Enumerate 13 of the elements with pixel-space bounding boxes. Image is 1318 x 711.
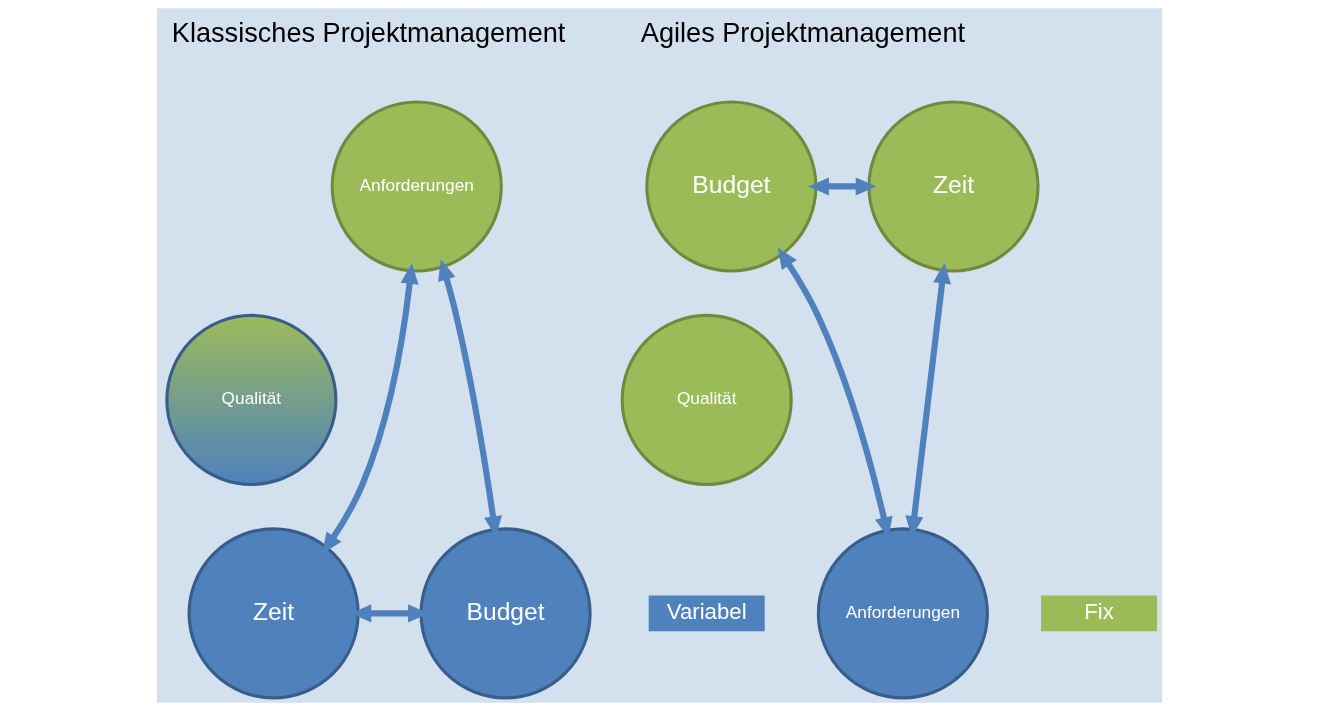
arrow: [807, 177, 876, 196]
label: Agiles Projektmanagement: [640, 17, 965, 49]
node-circle: Zeit: [866, 100, 1040, 273]
node-circle: Qualität: [620, 313, 793, 486]
legend-label: Variabel: [666, 598, 747, 624]
label: Klassisches Projektmanagement: [171, 17, 565, 49]
node-circle: Zeit: [187, 527, 360, 700]
legend-label: Fix: [1083, 598, 1114, 624]
node-circle: Anforderungen: [816, 527, 989, 700]
node-circle: Qualität: [164, 313, 337, 486]
node-circle: Anforderungen: [330, 100, 503, 273]
node-circle: Budget: [419, 527, 592, 700]
arrow: [321, 263, 419, 554]
